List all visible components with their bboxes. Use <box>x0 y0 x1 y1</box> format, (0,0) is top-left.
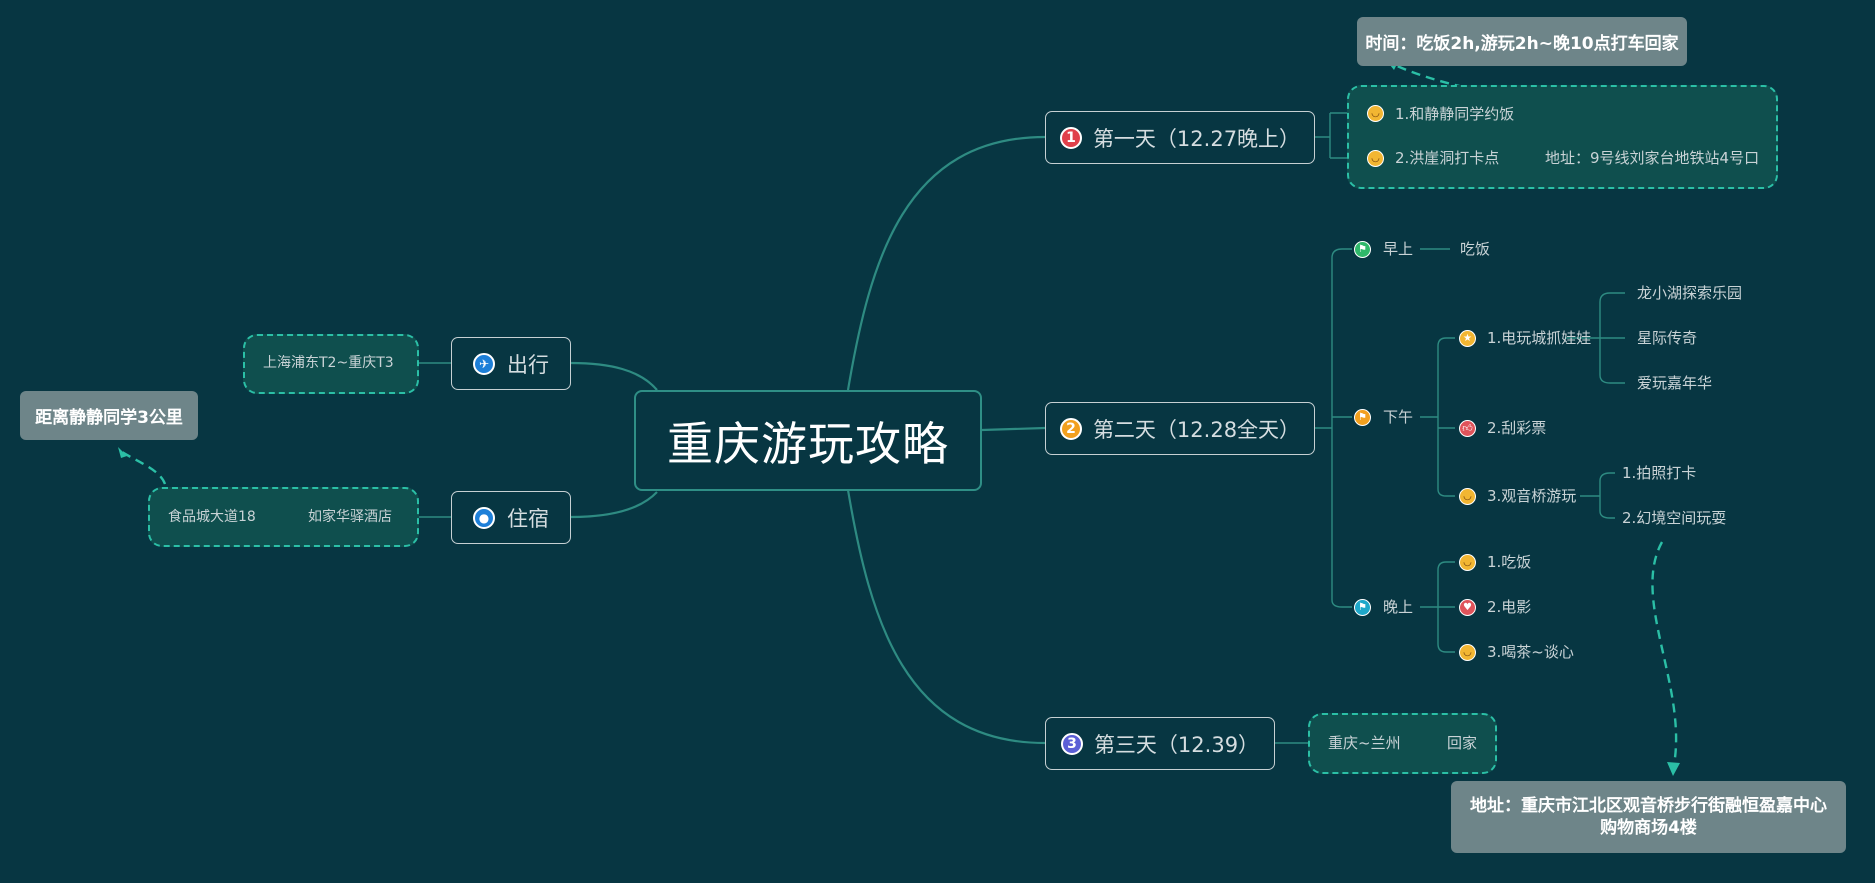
afternoon-item-1-sub-3: 爱玩嘉年华 <box>1637 374 1713 392</box>
day1-label: 第一天（12.27晚上） <box>1092 126 1301 151</box>
afternoon-item-1-sub-1: 龙小湖探索乐园 <box>1637 284 1743 302</box>
travel-detail-box <box>243 334 419 394</box>
evening-item-3: 3.喝茶~谈心 <box>1487 643 1574 661</box>
link-central-day3 <box>846 489 1046 745</box>
afternoon-item-1-sub-2: 星际传奇 <box>1637 329 1698 347</box>
afternoon-item-3-sub-2: 2.幻境空间玩耍 <box>1622 509 1727 527</box>
day3-label: 第三天（12.39） <box>1093 732 1260 757</box>
day3-node[interactable]: 3 第三天（12.39） <box>1045 717 1275 770</box>
flag-icon: ⚑ <box>1354 409 1371 426</box>
laughing-face-icon: ◡ <box>1367 150 1384 167</box>
address-note[interactable]: 地址：重庆市江北区观音桥步行街融恒盈嘉中心购物商场4楼 <box>1451 781 1846 853</box>
grin-face-icon: ◡ <box>1459 644 1476 661</box>
thumbs-up-icon: 👍︎ <box>1459 420 1476 437</box>
day1-item-2-detail: 地址：9号线刘家台地铁站4号口 <box>1545 149 1760 167</box>
morning-detail: 吃饭 <box>1460 240 1491 258</box>
flag-icon: ⚑ <box>1354 599 1371 616</box>
stay-detail-a: 食品城大道18 <box>168 509 256 525</box>
travel-detail: 上海浦东T2~重庆T3 <box>263 355 394 371</box>
link-central-day2 <box>981 426 1046 432</box>
day1-item-1: 1.和静静同学约饭 <box>1395 105 1515 123</box>
day2-node[interactable]: 2 第二天（12.28全天） <box>1045 402 1315 455</box>
travel-label: 出行 <box>507 352 549 377</box>
laughing-face-icon: ◡ <box>1459 488 1476 505</box>
central-topic-label: 重庆游玩攻略 <box>667 416 949 471</box>
number-3-badge: 3 <box>1060 732 1083 755</box>
link-central-day1 <box>846 135 1046 391</box>
evening-item-1: 1.吃饭 <box>1487 553 1532 571</box>
number-2-badge: 2 <box>1059 417 1082 440</box>
evening-item-2: 2.电影 <box>1487 598 1532 616</box>
day1-detail-box <box>1347 85 1778 189</box>
location-pin-icon: ● <box>473 506 495 529</box>
evening-label: 晚上 <box>1383 598 1414 616</box>
day2-label: 第二天（12.28全天） <box>1092 417 1301 442</box>
stay-node[interactable]: ● 住宿 <box>451 491 571 544</box>
day1-time-note[interactable]: 时间：吃饭2h,游玩2h~晚10点打车回家 <box>1357 17 1687 66</box>
heart-icon: ♥ <box>1459 599 1476 616</box>
flag-icon: ⚑ <box>1354 241 1371 258</box>
day3-detail-box <box>1308 713 1497 774</box>
stay-label: 住宿 <box>507 506 549 531</box>
link-central-travel <box>570 361 658 391</box>
stay-detail-box <box>148 487 419 547</box>
airplane-icon: ✈ <box>473 352 495 375</box>
afternoon-item-1: 1.电玩城抓娃娃 <box>1487 329 1592 347</box>
smile-face-icon: ◡ <box>1459 554 1476 571</box>
star-icon: ★ <box>1459 330 1476 347</box>
distance-note[interactable]: 距离静静同学3公里 <box>20 391 198 440</box>
day1-item-2: 2.洪崖洞打卡点 <box>1395 149 1500 167</box>
morning-label: 早上 <box>1383 240 1414 258</box>
day3-detail-b: 回家 <box>1447 734 1478 752</box>
laughing-face-icon: ◡ <box>1367 105 1384 122</box>
afternoon-item-2: 2.刮彩票 <box>1487 419 1547 437</box>
day1-node[interactable]: 1 第一天（12.27晚上） <box>1045 111 1315 164</box>
link-central-stay <box>570 491 658 519</box>
stay-detail-b: 如家华驿酒店 <box>308 509 392 525</box>
arrow-guanyin-address <box>1651 541 1678 771</box>
central-topic[interactable]: 重庆游玩攻略 <box>634 390 982 491</box>
day3-detail-a: 重庆~兰州 <box>1328 734 1401 752</box>
number-1-badge: 1 <box>1059 126 1082 149</box>
travel-node[interactable]: ✈ 出行 <box>451 337 571 390</box>
afternoon-label: 下午 <box>1383 408 1414 426</box>
arrow-stay-distance <box>121 450 167 485</box>
afternoon-item-3: 3.观音桥游玩 <box>1487 487 1577 505</box>
afternoon-item-3-sub-1: 1.拍照打卡 <box>1622 464 1697 482</box>
